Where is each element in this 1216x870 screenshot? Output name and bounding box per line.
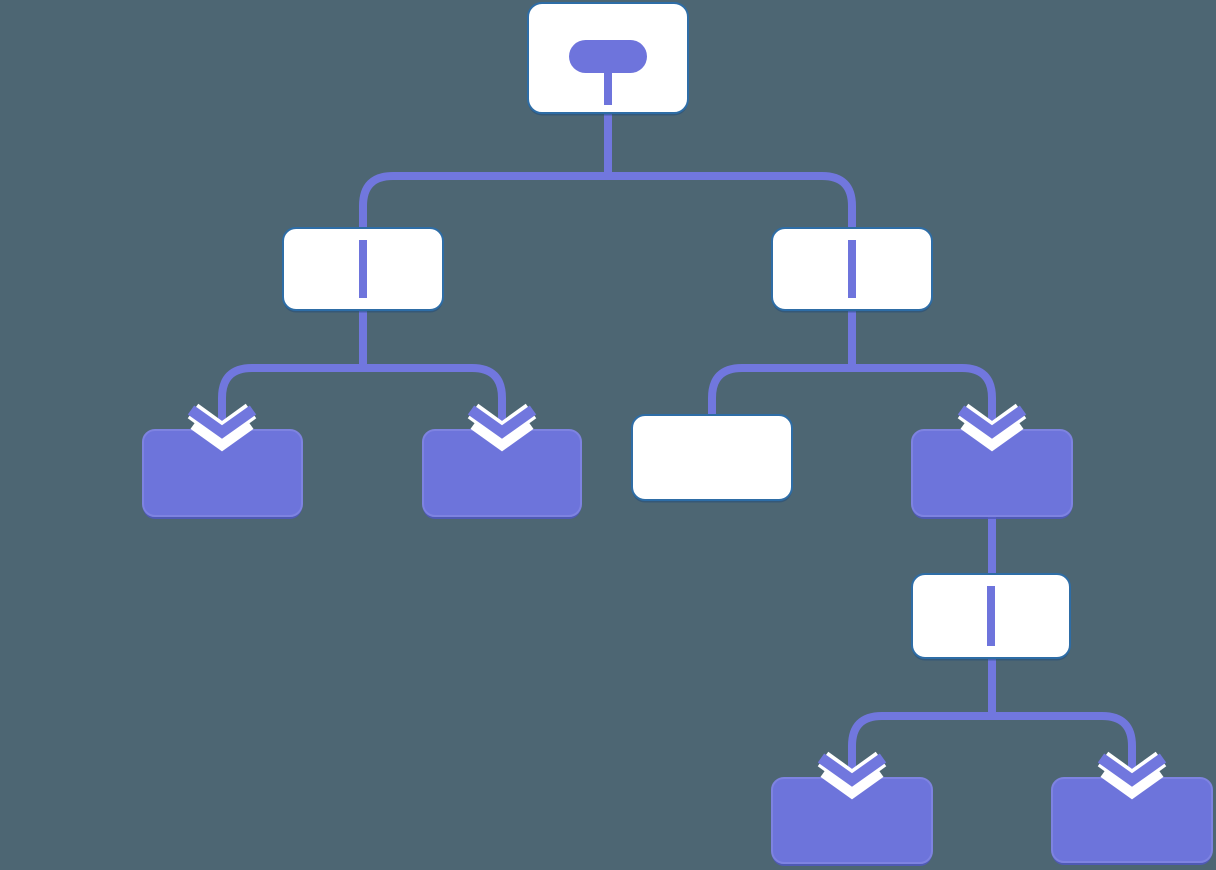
node-child-purple[interactable] [911,429,1073,519]
connector-branch-2-left [218,364,506,436]
connector-branch-1 [359,172,856,232]
node-leaf-a[interactable] [142,429,303,519]
white-node-body[interactable] [631,414,793,501]
chevron-under-icon [470,419,534,452]
node-leaf-c[interactable] [771,777,933,866]
node-branch-right[interactable] [771,227,933,313]
arrowhead-into-leaf-d [1097,751,1167,800]
placeholder-bar [987,586,995,646]
arrowhead-into-leaf-c [817,751,887,800]
arrowhead-into-leaf-a [187,403,257,452]
placeholder-pill-stem [604,73,612,105]
placeholder-bar [848,240,856,298]
node-root[interactable] [527,2,689,116]
placeholder-bar [359,240,367,298]
chevron-under-icon [190,419,254,452]
node-branch-bottom[interactable] [911,573,1071,661]
chevron-arrow-icon [467,405,537,439]
chevron-arrow-icon [817,753,887,787]
chevron-under-icon [820,767,884,800]
node-leaf-d[interactable] [1051,777,1213,865]
placeholder-pill [569,40,647,73]
arrowhead-into-leaf-b [467,403,537,452]
connector-branch-3 [848,712,1136,784]
chevron-arrow-icon [957,405,1027,439]
chevron-arrow-icon [1097,753,1167,787]
chevron-under-icon [960,419,1024,452]
chevron-under-icon [1100,767,1164,800]
connector-branch-2-right [708,364,996,436]
arrowhead-into-child-purple [957,403,1027,452]
node-child-plain[interactable] [631,414,793,503]
chevron-arrow-icon [187,405,257,439]
node-branch-left[interactable] [282,227,444,313]
